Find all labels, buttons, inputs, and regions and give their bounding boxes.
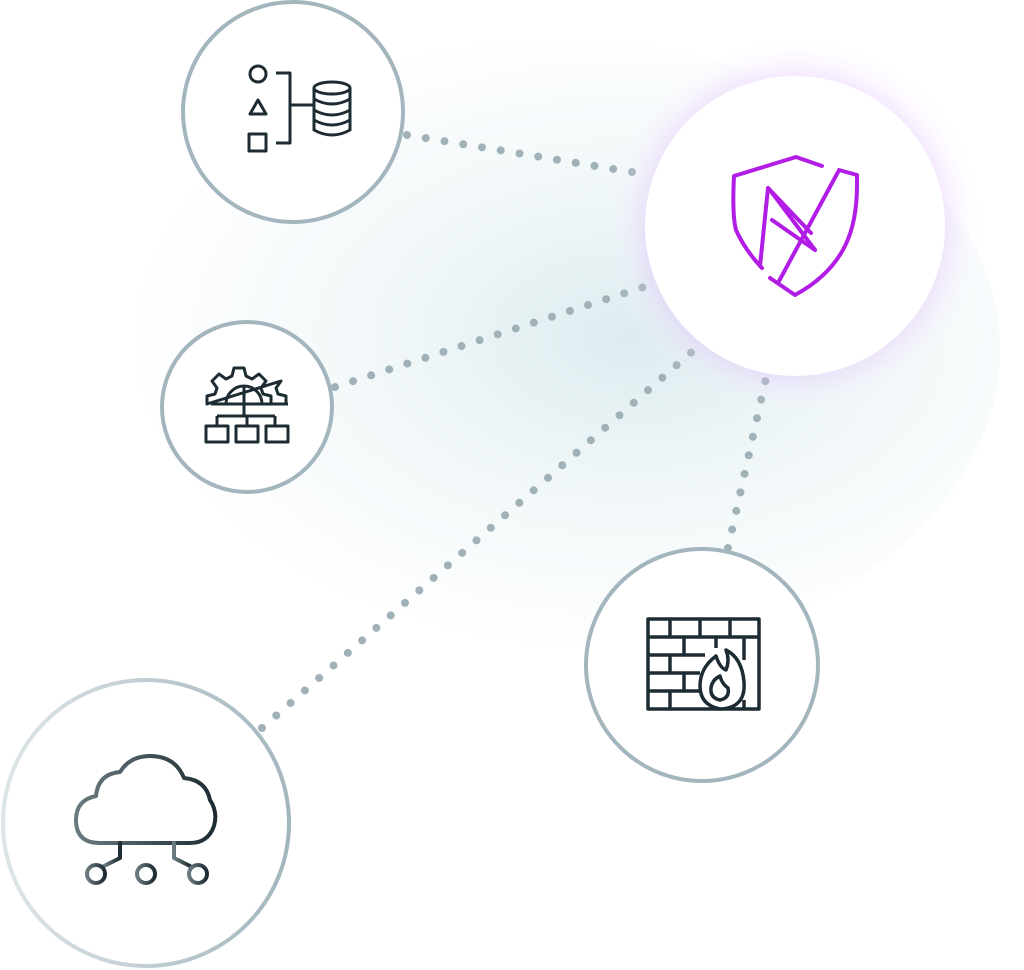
node-firewall bbox=[584, 547, 820, 783]
node-data-flow bbox=[181, 0, 405, 224]
shapes-database-icon bbox=[247, 64, 352, 153]
node-data-flow-ring bbox=[181, 0, 405, 224]
node-firewall-ring bbox=[584, 547, 820, 783]
connectors bbox=[258, 131, 770, 732]
firewall-flame-icon bbox=[646, 617, 761, 711]
node-network-config-ring bbox=[160, 320, 334, 494]
node-network-config bbox=[160, 320, 334, 494]
cloud-network-icon bbox=[74, 754, 218, 885]
node-cloud bbox=[1, 678, 291, 968]
gear-network-icon bbox=[204, 366, 290, 444]
connector-cloud-to-hub bbox=[258, 339, 706, 732]
shield-x-icon bbox=[731, 155, 859, 297]
node-hub bbox=[645, 76, 945, 376]
connector-network-config-to-hub bbox=[331, 281, 654, 391]
node-cloud-ring bbox=[1, 678, 291, 968]
connector-data-flow-to-hub bbox=[403, 131, 654, 179]
